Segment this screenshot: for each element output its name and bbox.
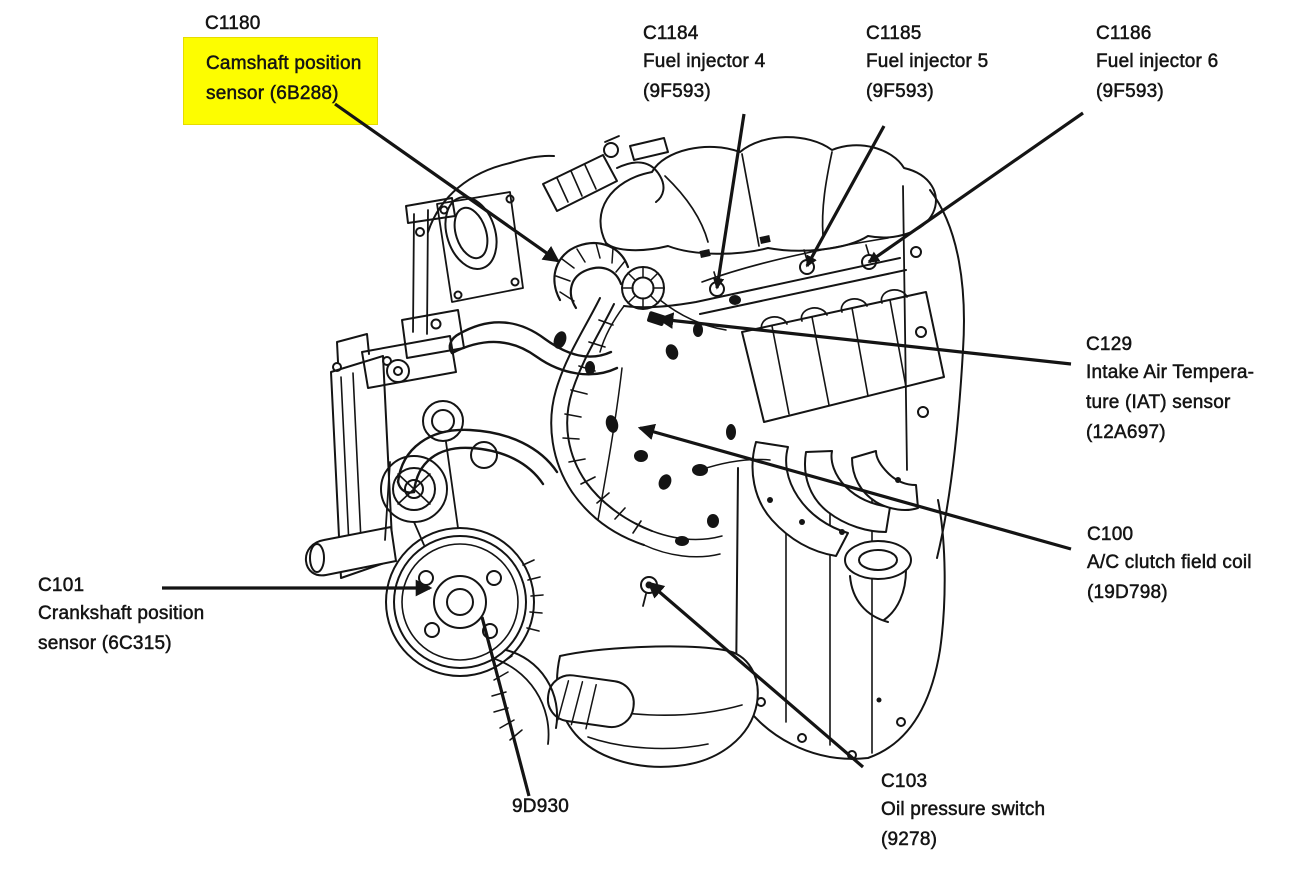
leader-c100	[637, 423, 1072, 551]
highlight-box: Camshaft position sensor (6B288)	[183, 37, 379, 125]
label-text-line: ture (IAT) sensor	[1086, 392, 1231, 414]
label-text-line: Camshaft position	[206, 53, 362, 75]
label-c1184-fuel-injector-4: C1184 Fuel injector 4 (9F593)	[643, 20, 766, 107]
connector-code-c1184: C1184	[643, 23, 699, 45]
label-text-line: sensor (6B288)	[206, 83, 339, 105]
iat-sensor	[647, 311, 666, 326]
air-inlet-duct	[542, 135, 669, 212]
label-c100-ac-clutch-field-coil: C100 A/C clutch field coil (19D798)	[1087, 521, 1252, 608]
label-text-line: Crankshaft position	[38, 603, 205, 625]
label-c129-iat-sensor: C129 Intake Air Tempera- ture (IAT) sens…	[1086, 331, 1255, 448]
engine-block	[735, 467, 946, 760]
fuel-injector-6	[861, 254, 877, 270]
label-c1186-fuel-injector-6: C1186 Fuel injector 6 (9F593)	[1096, 20, 1219, 107]
crank-pulley	[385, 527, 544, 677]
leader-9d930	[480, 616, 531, 797]
label-c1180-camshaft-position-sensor: C1180 Camshaft position sensor (6B288)	[183, 10, 379, 125]
leader-c1184	[712, 113, 746, 290]
engine-right-side	[902, 185, 965, 559]
label-text-line: (9278)	[881, 829, 938, 851]
label-text-line: A/C clutch field coil	[1087, 552, 1252, 574]
connector-code-c1186: C1186	[1096, 23, 1152, 45]
exhaust-manifold	[751, 441, 919, 623]
label-text-line: (9F593)	[643, 81, 711, 103]
leader-c129	[656, 312, 1072, 366]
label-text-line: sensor (6C315)	[38, 633, 172, 655]
oil-pan	[556, 645, 759, 768]
damper-grooves	[491, 649, 559, 745]
dipstick-tube	[597, 367, 623, 521]
fuel-injector-5	[799, 259, 815, 275]
wiring-branches	[599, 299, 771, 558]
connector-code-c1185: C1185	[866, 23, 922, 45]
connector-code-c1180: C1180	[205, 13, 261, 35]
valve-cover	[741, 289, 945, 423]
wiring-harness	[550, 297, 653, 546]
label-text-line: (19D798)	[1087, 582, 1168, 604]
leader-c1185	[805, 125, 886, 268]
camshaft-synchronizer	[553, 242, 665, 310]
upper-radiator-hose	[448, 321, 619, 376]
label-text-line: (9F593)	[866, 81, 934, 103]
engine-top-silhouette	[427, 154, 555, 233]
label-text-line: Intake Air Tempera-	[1086, 362, 1255, 384]
oil-pressure-switch	[640, 576, 658, 607]
leader-c1180	[334, 102, 560, 263]
leader-lines	[162, 102, 1084, 797]
connector-code-c129: C129	[1086, 334, 1133, 356]
accessory-pulleys	[380, 400, 498, 546]
leader-c103	[647, 581, 865, 769]
heater-hose	[396, 428, 559, 494]
label-text-line: Fuel injector 4	[643, 51, 766, 73]
detail-accents	[553, 235, 901, 546]
leader-c1186	[867, 111, 1084, 264]
label-text-line: (12A697)	[1086, 422, 1166, 444]
fuel-rail	[623, 237, 907, 315]
label-c1185-fuel-injector-5: C1185 Fuel injector 5 (9F593)	[866, 20, 989, 107]
radiator-bracket	[304, 333, 397, 579]
intake-manifold	[599, 136, 937, 255]
label-c101-crankshaft-position-sensor: C101 Crankshaft position sensor (6C315)	[38, 572, 205, 659]
fuel-injector-4	[709, 281, 725, 297]
throttle-body	[436, 191, 524, 303]
label-text-line: (9F593)	[1096, 81, 1164, 103]
part-code-9d930: 9D930	[512, 796, 569, 818]
connector-code-c103: C103	[881, 771, 928, 793]
connector-code-c100: C100	[1087, 524, 1134, 546]
label-9d930: 9D930	[512, 793, 569, 820]
label-c103-oil-pressure-switch: C103 Oil pressure switch (9278)	[881, 768, 1046, 855]
label-text-line: Oil pressure switch	[881, 799, 1046, 821]
connector-code-c101: C101	[38, 575, 85, 597]
label-text-line: Fuel injector 6	[1096, 51, 1219, 73]
front-bracket	[361, 197, 465, 389]
label-text-line: Fuel injector 5	[866, 51, 989, 73]
starter	[546, 674, 635, 730]
